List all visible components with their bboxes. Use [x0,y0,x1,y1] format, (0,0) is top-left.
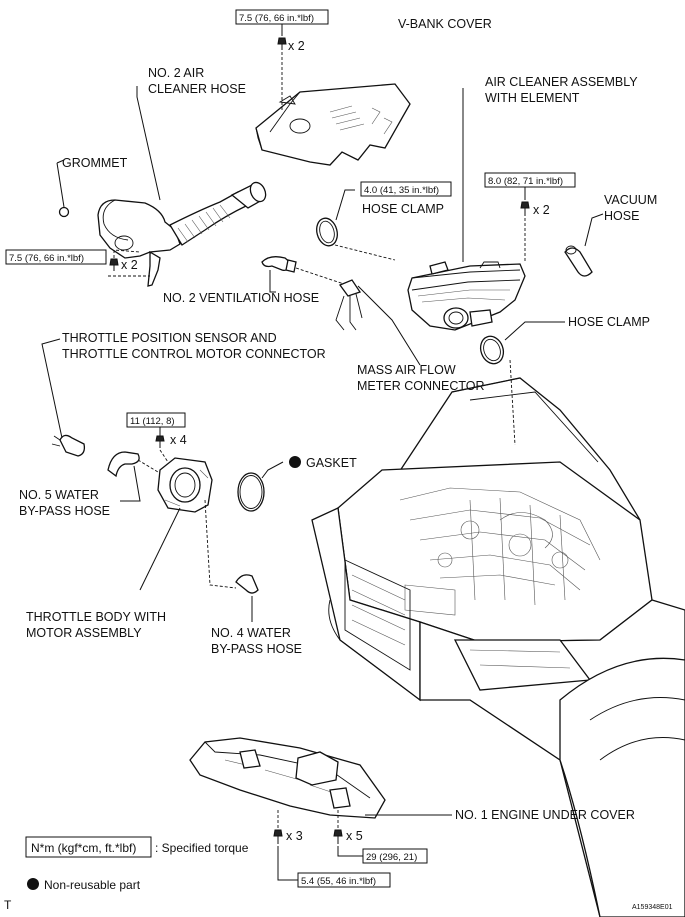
figure-id: A159348E01 [632,904,673,911]
throttle-body [139,457,213,591]
label-maf-connector-2: METER CONNECTOR [357,379,485,393]
label-throttle-body-2: MOTOR ASSEMBLY [26,626,142,640]
legend-text: N*m (kgf*cm, ft.*lbf) : Specified torque… [4,841,673,912]
label-air-cleaner-assembly-2: WITH ELEMENT [485,91,580,105]
air-cleaner-assembly [407,88,526,331]
no5-water-bypass-hose [107,451,169,502]
no2-air-cleaner-hose [97,181,267,287]
legend-non-reusable: Non-reusable part [44,878,141,892]
part-labels: V-BANK COVER NO. 2 AIR CLEANER HOSE AIR … [19,17,657,822]
torque-air-cleaner-bolt: 8.0 (82, 71 in.*lbf) [488,176,563,187]
label-tps-connector: THROTTLE POSITION SENSOR AND [62,331,277,345]
label-no5-water-bypass: NO. 5 WATER [19,488,99,502]
label-hose-clamp-upper: HOSE CLAMP [362,202,444,216]
torque-hose-clamp: 4.0 (41, 35 in.*lbf) [364,185,439,196]
hose-clamp-lower [479,321,565,446]
vacuum-hose [564,213,604,277]
torque-v-bank-cover: 7.5 (76, 66 in.*lbf) [239,13,314,24]
legend-torque-desc: : Specified torque [155,841,249,855]
label-tps-connector-2: THROTTLE CONTROL MOTOR CONNECTOR [62,347,326,361]
under-cover-bolts [273,810,428,888]
gasket-non-reusable-icon [289,456,301,468]
gasket [237,461,284,512]
footer-mark: T [4,898,12,912]
qty-throttle-body: x 4 [170,433,187,447]
throttle-body-bolt [126,412,186,463]
hose-clamp-upper [316,181,452,261]
label-no2-ventilation-hose: NO. 2 VENTILATION HOSE [163,291,319,305]
no2-ventilation-hose [261,256,351,293]
label-grommet: GROMMET [62,156,128,170]
label-no2-air-cleaner-hose-2: CLEANER HOSE [148,82,246,96]
torque-air-cleaner-hose: 7.5 (76, 66 in.*lbf) [9,253,84,264]
maf-connector [335,279,421,366]
label-air-cleaner-assembly: AIR CLEANER ASSEMBLY [485,75,638,89]
label-throttle-body: THROTTLE BODY WITH [26,610,166,624]
label-hose-clamp-lower: HOSE CLAMP [568,315,650,329]
qty-air-cleaner-bolt: x 2 [533,203,550,217]
torque-throttle-body: 11 (112, 8) [130,416,175,427]
tps-connector [41,338,86,457]
qty-under-cover-large: x 5 [346,829,363,843]
label-no4-water-bypass-2: BY-PASS HOSE [211,642,302,656]
label-maf-connector: MASS AIR FLOW [357,363,456,377]
v-bank-cover-bolt [235,9,329,110]
label-v-bank-cover: V-BANK COVER [398,17,492,31]
qty-v-bank-cover: x 2 [288,39,305,53]
qty-under-cover-small: x 3 [286,829,303,843]
label-no4-water-bypass: NO. 4 WATER [211,626,291,640]
quantity-labels: x 2 x 2 x 2 x 4 x 3 x 5 [121,39,550,843]
label-no5-water-bypass-2: BY-PASS HOSE [19,504,110,518]
vehicle-illustration [311,377,685,917]
grommet [56,159,70,218]
no4-water-bypass-hose [204,499,259,622]
torque-under-cover-small: 5.4 (55, 46 in.*lbf) [301,876,376,887]
label-gasket: GASKET [306,456,357,470]
label-no1-engine-under-cover: NO. 1 ENGINE UNDER COVER [455,808,635,822]
air-cleaner-hose-bolt [5,249,150,277]
label-no2-air-cleaner-hose: NO. 2 AIR [148,66,204,80]
qty-air-cleaner-hose: x 2 [121,258,138,272]
label-vacuum-hose-2: HOSE [604,209,639,223]
legend-torque-unit: N*m (kgf*cm, ft.*lbf) [31,841,136,855]
torque-under-cover-large: 29 (296, 21) [366,852,417,863]
legend [25,836,152,890]
torque-values: 7.5 (76, 66 in.*lbf) 7.5 (76, 66 in.*lbf… [9,13,563,887]
no1-engine-under-cover [189,737,452,819]
air-cleaner-bolt [484,172,576,262]
non-reusable-bullet-icon [27,878,39,890]
v-bank-cover [255,83,411,166]
label-vacuum-hose: VACUUM [604,193,657,207]
